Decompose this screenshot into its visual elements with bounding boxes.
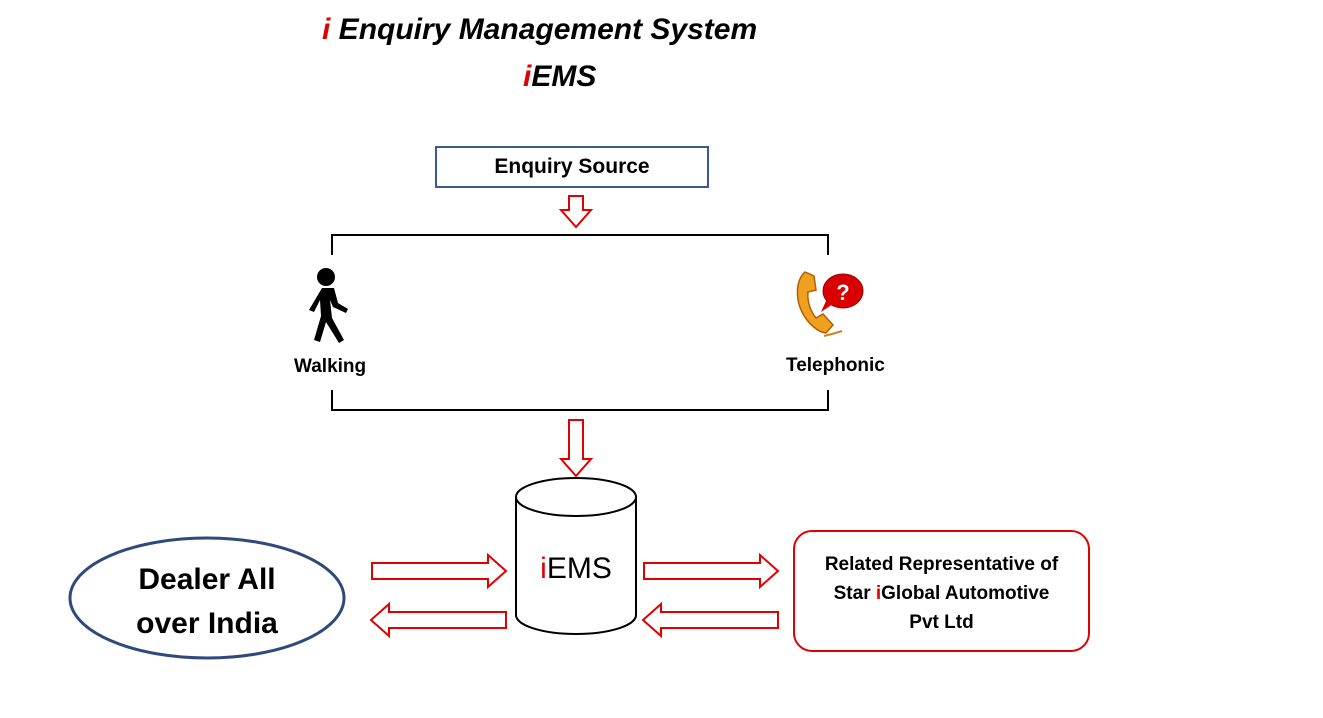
arrow-dealer-to-iems: [371, 552, 508, 590]
telephone-question-icon: ?: [796, 271, 864, 337]
iems-database-label: iEMS: [516, 552, 636, 586]
arrow-iems-to-representative: [643, 552, 780, 590]
dealer-ellipse: [68, 536, 346, 660]
source-label-walking: Walking: [294, 356, 367, 377]
svg-text:?: ?: [836, 280, 849, 305]
bracket-top: [331, 234, 829, 255]
representative-line-2a: Star: [833, 583, 876, 604]
representative-label: Related Representative of Star iGlobal A…: [794, 550, 1089, 637]
source-label-telephonic: Telephonic: [786, 355, 885, 376]
arrow-iems-to-dealer: [369, 601, 507, 639]
page-title: i Enquiry Management System: [322, 13, 757, 47]
title-text: Enquiry Management System: [330, 13, 758, 46]
page-subtitle: iEMS: [523, 60, 596, 94]
arrow-representative-to-iems: [641, 601, 779, 639]
down-arrow-small: [558, 195, 594, 229]
representative-line-3: Pvt Ltd: [909, 612, 974, 633]
dealer-label: Dealer All over India: [70, 558, 344, 646]
representative-line-2c: Global Automotive: [881, 583, 1050, 604]
representative-line-2: Star iGlobal Automotive: [794, 579, 1089, 608]
iems-prefix: i: [540, 552, 547, 585]
iems-database-cylinder: [515, 477, 637, 635]
subtitle-prefix: i: [523, 60, 532, 93]
bracket-bottom: [331, 390, 829, 411]
title-prefix: i: [322, 13, 331, 46]
down-arrow-large: [558, 419, 594, 478]
walking-person-icon: [309, 268, 348, 343]
representative-line-2b: i: [875, 583, 882, 604]
dealer-line-2: over India: [136, 607, 278, 640]
iems-text: EMS: [546, 552, 612, 585]
representative-box: [793, 530, 1090, 652]
enquiry-source-label: Enquiry Source: [494, 155, 650, 178]
enquiry-source-box: [435, 146, 709, 188]
dealer-line-1: Dealer All: [138, 563, 276, 596]
representative-line-1: Related Representative of: [824, 554, 1059, 575]
subtitle-text: EMS: [531, 60, 597, 93]
